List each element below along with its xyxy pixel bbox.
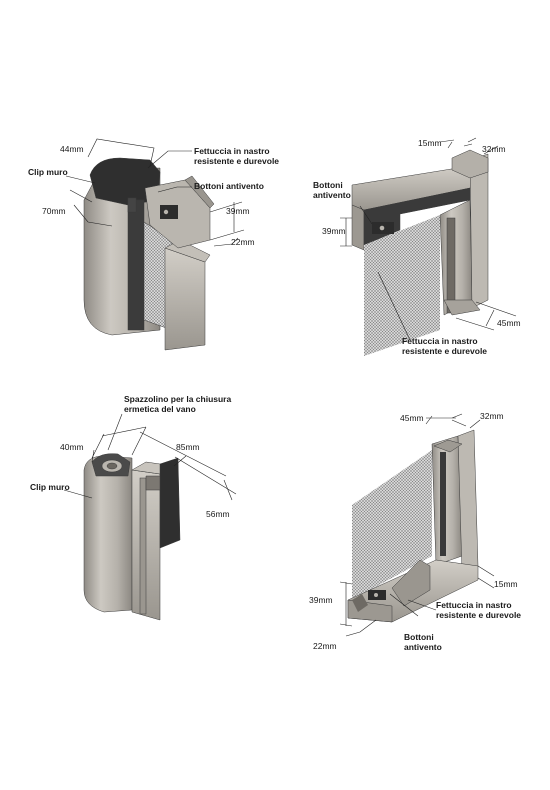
profile-drawing <box>351 149 489 356</box>
label-bottoni-antivento: Bottoni antivento <box>194 181 264 191</box>
label-clip-muro: Clip muro <box>30 482 70 492</box>
dim-39mm: 39mm <box>322 226 346 236</box>
label-fettuccia-line2: resistente e durevole <box>436 610 521 620</box>
profile-drawing <box>83 157 215 351</box>
dim-44mm: 44mm <box>60 144 84 154</box>
dim-15mm: 15mm <box>494 579 518 589</box>
dim-32mm: 32mm <box>480 411 504 421</box>
panel-bottom-right: 45mm 32mm 15mm 39mm Fettuccia in nastro … <box>309 411 521 652</box>
label-bottoni-line2: antivento <box>404 642 442 652</box>
dim-39mm: 39mm <box>226 206 250 216</box>
dim-85mm: 85mm <box>176 442 200 452</box>
dim-32mm: 32mm <box>482 144 506 154</box>
dim-45mm: 45mm <box>497 318 521 328</box>
dim-70mm: 70mm <box>42 206 66 216</box>
label-fettuccia-line1: Fettuccia in nastro <box>402 336 478 346</box>
dim-22mm: 22mm <box>231 237 255 247</box>
label-spazzolino-line2: ermetica del vano <box>124 404 196 414</box>
profile-drawing <box>83 453 181 621</box>
label-bottoni-line1: Bottoni <box>404 632 434 642</box>
panel-top-right: 15mm 32mm Bottoni antivento 39mm 45mm Fe… <box>313 137 521 356</box>
label-fettuccia-line2: resistente e durevole <box>402 346 487 356</box>
label-bottoni-line2: antivento <box>313 190 351 200</box>
dim-39mm: 39mm <box>309 595 333 605</box>
dim-56mm: 56mm <box>206 509 230 519</box>
label-bottoni-line1: Bottoni <box>313 180 343 190</box>
label-clip-muro: Clip muro <box>28 167 68 177</box>
profile-drawing <box>347 429 479 623</box>
label-fettuccia-line1: Fettuccia in nastro <box>436 600 512 610</box>
label-spazzolino-line1: Spazzolino per la chiusura <box>124 394 231 404</box>
label-fettuccia-line1: Fettuccia in nastro <box>194 146 270 156</box>
dim-45mm: 45mm <box>400 413 424 423</box>
panel-bottom-left: Spazzolino per la chiusura ermetica del … <box>30 394 237 621</box>
label-fettuccia-line2: resistente e durevole <box>194 156 279 166</box>
panel-top-left: 44mm Clip muro 70mm Fettuccia in nastro … <box>28 138 279 351</box>
dim-40mm: 40mm <box>60 442 84 452</box>
dim-22mm: 22mm <box>313 641 337 651</box>
dim-15mm: 15mm <box>418 138 442 148</box>
